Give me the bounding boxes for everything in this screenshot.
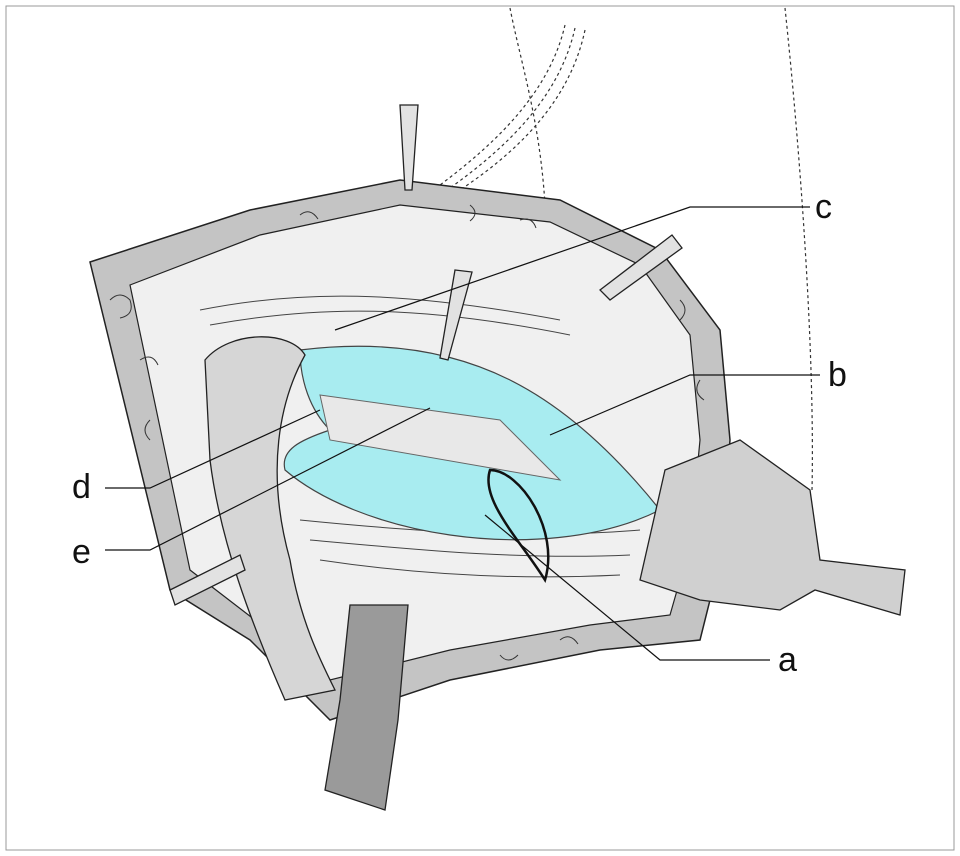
leader-lines [105, 206, 820, 661]
retractors [169, 104, 683, 606]
suture-loop [487, 468, 550, 584]
label-e: e [72, 533, 91, 571]
label-d: d [72, 468, 91, 506]
body-outline-dotted [439, 7, 813, 491]
hatched-defect [319, 394, 562, 481]
drain-tube [324, 604, 409, 811]
label-c: c [815, 188, 832, 226]
hand-retractor [639, 439, 906, 616]
fat-lobules [109, 204, 705, 661]
reflected-flap [204, 336, 336, 701]
label-a: a [778, 641, 797, 679]
label-b: b [828, 356, 847, 394]
